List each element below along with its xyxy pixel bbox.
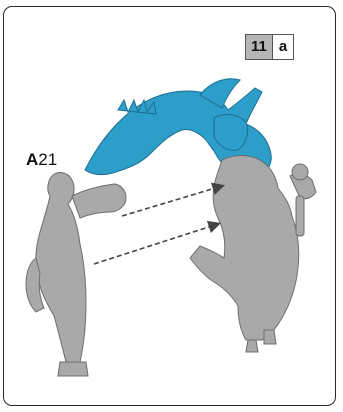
step-badge: 11 a bbox=[245, 34, 295, 60]
step-number: 11 bbox=[246, 35, 272, 59]
arrow-icon bbox=[121, 182, 226, 217]
main-figure bbox=[189, 155, 317, 353]
assembled-part-highlight bbox=[84, 78, 272, 179]
step-letter: a bbox=[271, 35, 294, 59]
part-prefix: A bbox=[26, 150, 39, 169]
arrow-icon bbox=[93, 220, 222, 265]
part-label: A21 bbox=[26, 150, 57, 170]
part-a21-figure bbox=[25, 172, 127, 377]
part-number: 21 bbox=[38, 150, 58, 169]
